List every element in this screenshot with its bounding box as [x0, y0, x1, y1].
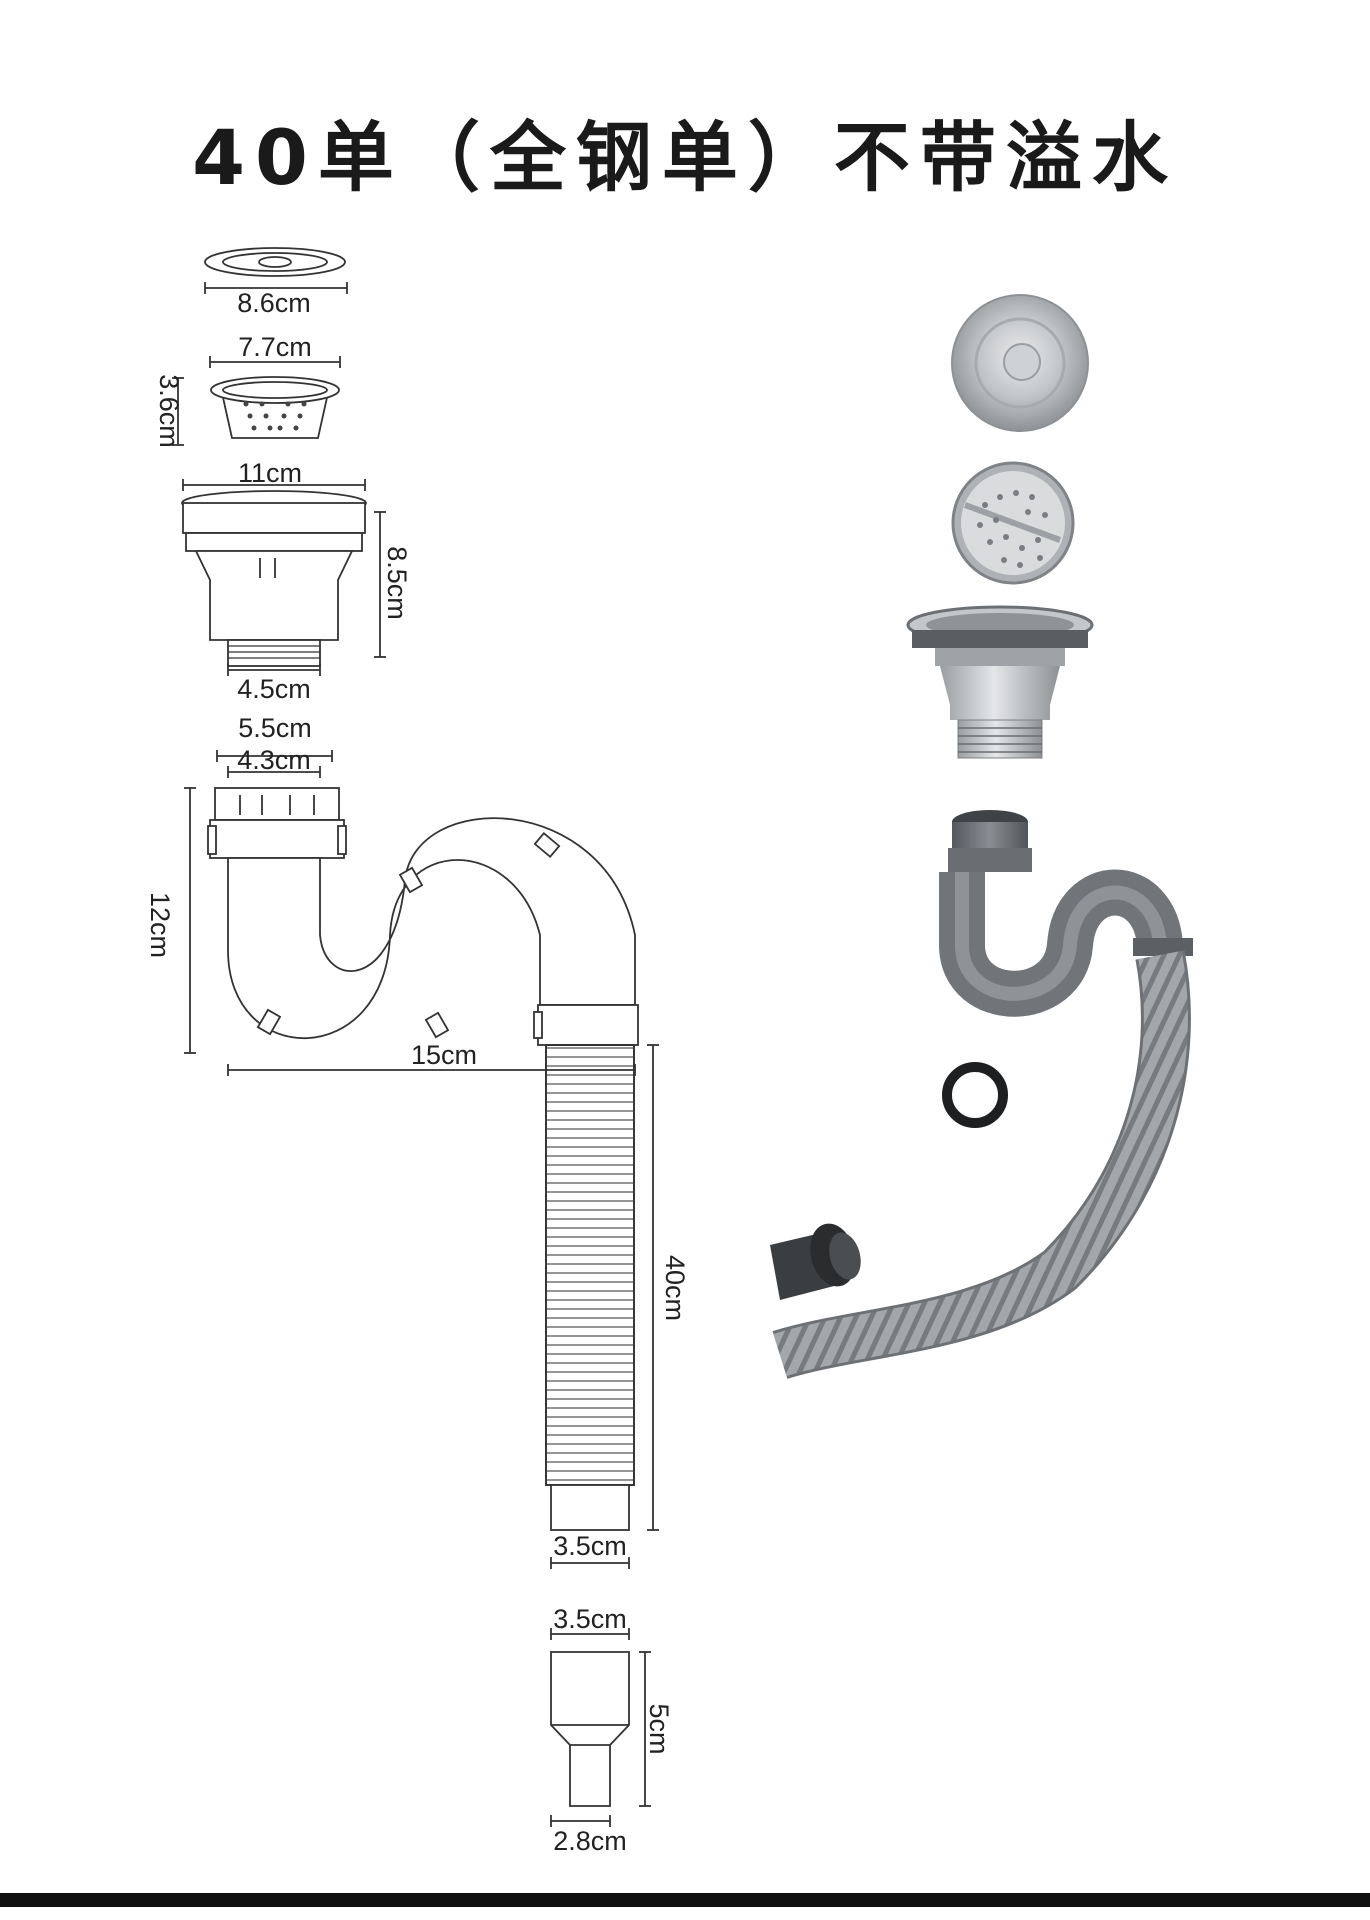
- cap-drawing: [204, 247, 346, 277]
- dimension-labels: 8.6cm 7.7cm 3.6cm 11cm 8.5cm 4.5cm 5.5cm…: [145, 288, 690, 1856]
- adapter-dims: [550, 1628, 651, 1827]
- body-height-label: 8.5cm: [382, 546, 412, 620]
- adapter-top-label: 3.5cm: [553, 1604, 627, 1634]
- s-trap-drawing: [207, 787, 639, 1046]
- steel-drain-body-photo: [906, 605, 1094, 759]
- drain-body-dims: [182, 479, 386, 676]
- product-photos: [770, 294, 1193, 1379]
- trap-outer-label: 5.5cm: [238, 713, 312, 743]
- cap-diameter-dim: [204, 282, 348, 294]
- steel-basket-photo: [951, 461, 1075, 585]
- adapter-bottom-label: 2.8cm: [553, 1826, 627, 1856]
- body-flange-label: 11cm: [238, 458, 302, 488]
- steel-cap-photo: [951, 294, 1089, 432]
- hose-drawing: [545, 1044, 635, 1531]
- adapter-height-label: 5cm: [644, 1703, 674, 1754]
- hose-diameter-label: 3.5cm: [553, 1531, 627, 1561]
- cap-diameter-label: 8.6cm: [237, 288, 311, 318]
- trap-width-label: 15cm: [411, 1040, 477, 1070]
- page-title: 40单（全钢单）不带溢水: [192, 113, 1178, 202]
- trap-height-label: 12cm: [145, 892, 175, 958]
- drain-body-drawing: [181, 490, 367, 667]
- o-ring-photo: [942, 1062, 1008, 1128]
- adapter-drawing: [550, 1651, 630, 1807]
- basket-height-label: 3.6cm: [154, 374, 184, 448]
- line-drawing: [172, 247, 659, 1827]
- basket-diameter-label: 7.7cm: [238, 332, 312, 362]
- hose-length-label: 40cm: [660, 1255, 690, 1321]
- hose-dims: [550, 1044, 659, 1569]
- body-thread-label: 4.5cm: [237, 674, 311, 704]
- basket-drawing: [210, 376, 340, 439]
- black-reducer-photo: [770, 1223, 861, 1300]
- gray-hose-photo: [772, 950, 1191, 1379]
- pvc-trap-photo: [939, 810, 1193, 1017]
- trap-inner-label: 4.3cm: [237, 745, 311, 775]
- basket-dims: [172, 356, 341, 446]
- bottom-border: [0, 1893, 1370, 1907]
